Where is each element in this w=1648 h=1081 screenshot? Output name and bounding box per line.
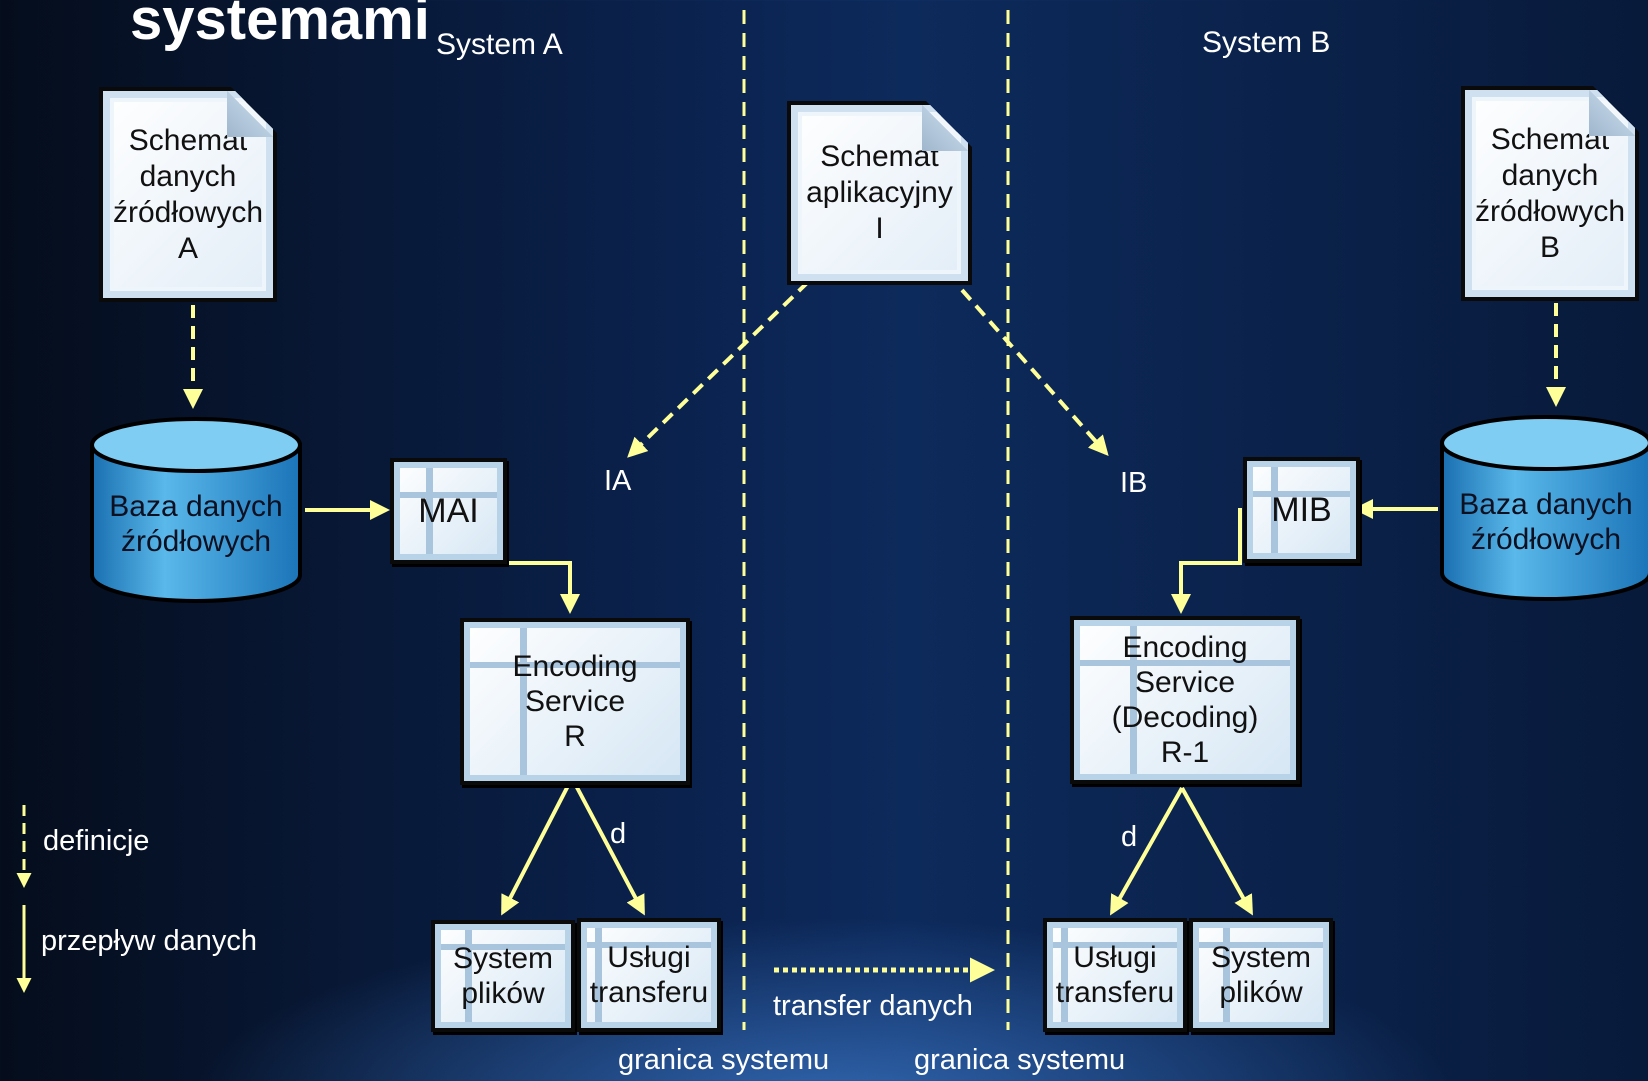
schema-a-label: Schemat danych źródłowych A (112, 123, 264, 265)
database-a-cylinder: Baza danych źródłowych (88, 415, 304, 605)
mib-label: MIB (1271, 490, 1332, 529)
encoding-service-box: Encoding Service R (460, 618, 690, 785)
flow-arrow-decoding-to-transfer (1110, 787, 1184, 916)
legend-definitions-label: definicje (43, 825, 150, 857)
schema-b-label: Schemat danych źródłowych B (1474, 122, 1626, 264)
application-schema-document: Schemat aplikacyjny I (787, 101, 972, 285)
instance-ia-label: IA (604, 465, 632, 497)
legend-data-flow-label: przepływ danych (41, 925, 257, 957)
schema-b-document: Schemat danych źródłowych B (1461, 86, 1639, 301)
decoding-service-box: Encoding Service (Decoding) R-1 (1070, 616, 1300, 784)
flow-arrow-mai-to-encoding (500, 510, 580, 614)
schema-a-document: Schemat danych źródłowych A (99, 87, 277, 302)
flow-arrow-decoding-to-files (1180, 787, 1253, 916)
database-icon (90, 417, 302, 603)
flow-arrow-mib-to-decoding (1171, 508, 1242, 614)
transfer-services-a-label: Usługi transferu (589, 941, 709, 1009)
system-b-label: System B (1202, 26, 1331, 59)
file-system-a-box: System plików (431, 920, 575, 1032)
definition-arrow-ia (627, 280, 810, 458)
database-b-label: Baza danych źródłowych (1459, 488, 1633, 556)
d-label-left: d (610, 818, 627, 850)
database-icon (1440, 415, 1648, 601)
system-a-label: System A (436, 28, 563, 61)
flow-arrow-encoding-to-files (501, 777, 574, 916)
definition-arrow-ib (960, 288, 1109, 456)
application-schema-label: Schemat aplikacyjny I (806, 140, 953, 245)
system-boundary-right-label: granica systemu (914, 1044, 1126, 1076)
transfer-services-b-label: Usługi transferu (1055, 941, 1175, 1009)
flow-arrow-encoding-to-transfer (570, 777, 645, 916)
mai-box: MAI (390, 458, 507, 564)
instance-ib-label: IB (1120, 467, 1148, 499)
transfer-services-a-box: Usługi transferu (577, 918, 721, 1032)
file-system-b-label: System plików (1210, 941, 1312, 1009)
transfer-services-b-box: Usługi transferu (1043, 918, 1187, 1032)
encoding-service-label: Encoding Service R (512, 650, 638, 753)
database-a-label: Baza danych źródłowych (109, 490, 283, 558)
file-system-a-label: System plików (452, 942, 554, 1010)
slide-title-fragment: systemami (130, 0, 430, 52)
transfer-data-label: transfer danych (773, 990, 973, 1022)
system-boundary-left-label: granica systemu (618, 1044, 830, 1076)
mib-box: MIB (1243, 457, 1360, 563)
database-b-cylinder: Baza danych źródłowych (1438, 413, 1648, 603)
file-system-b-box: System plików (1189, 918, 1333, 1032)
d-label-right: d (1121, 821, 1138, 853)
decoding-service-label: Encoding Service (Decoding) R-1 (1111, 631, 1259, 769)
mai-label: MAI (418, 491, 479, 530)
